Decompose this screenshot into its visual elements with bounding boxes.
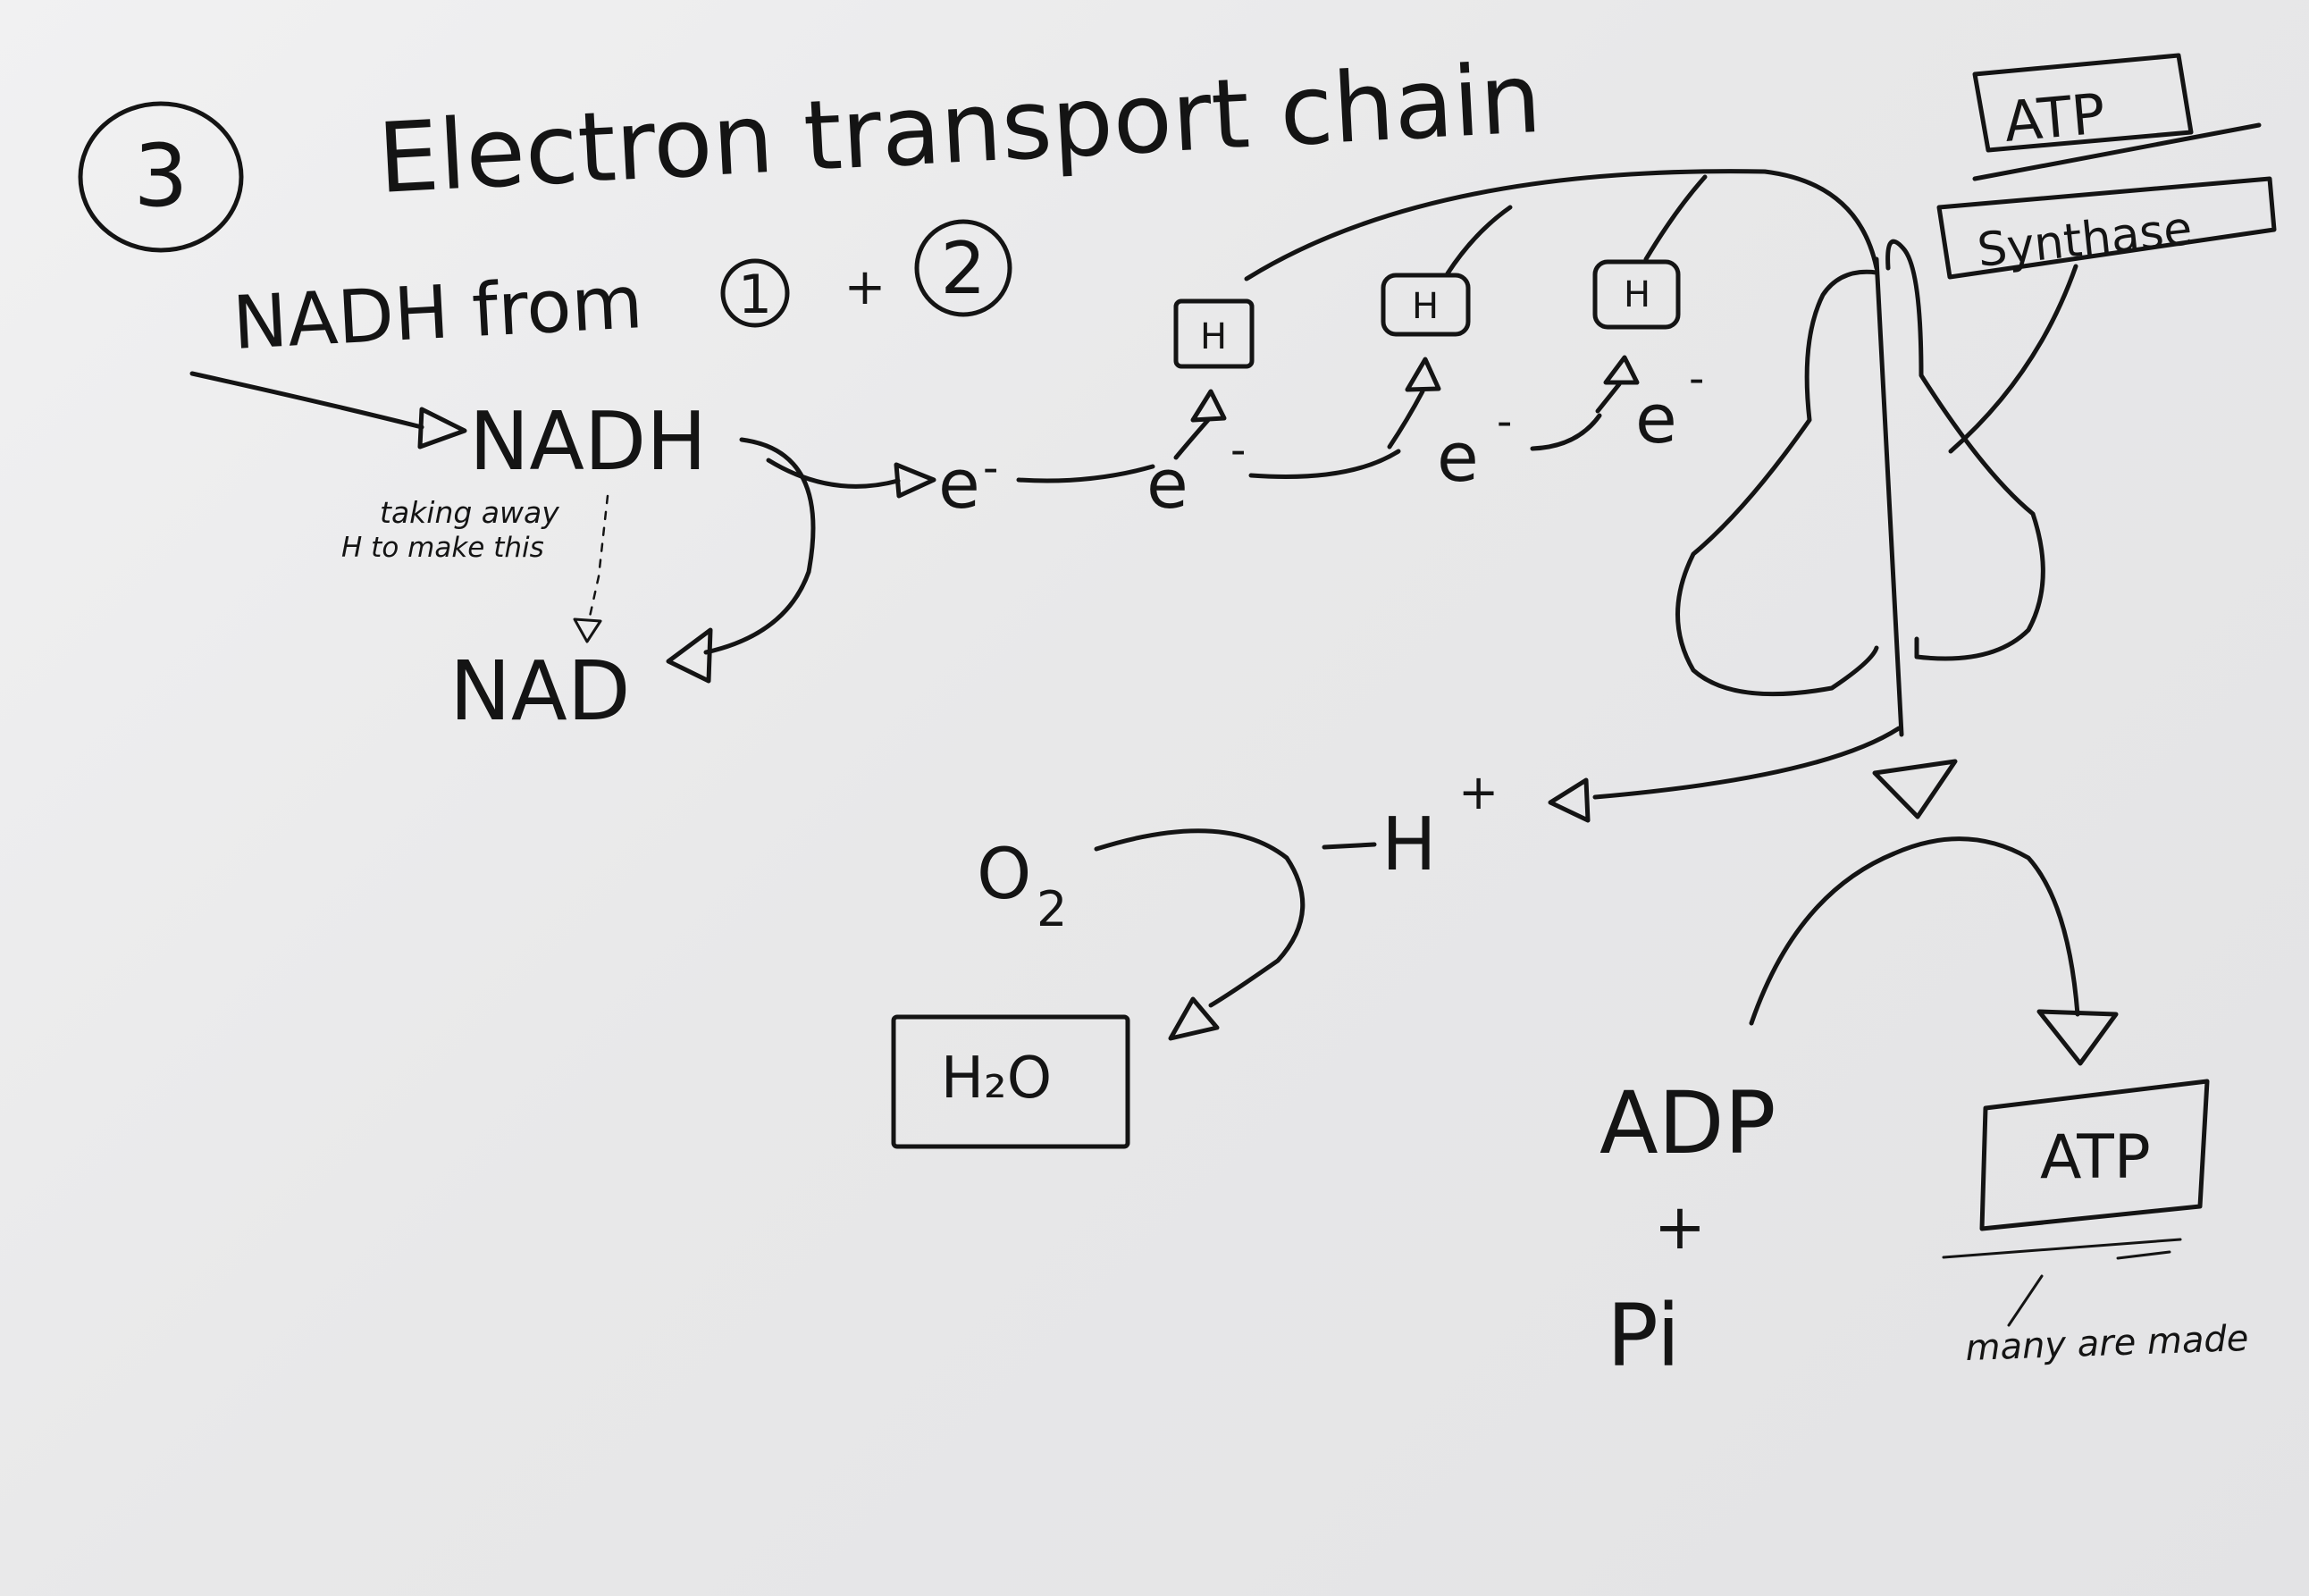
atp-underline-2 — [2116, 1250, 2171, 1260]
atp-synthase-enzyme-right — [1885, 239, 2045, 661]
electron-3-charge: - — [1497, 397, 1512, 447]
adp-label: ADP — [1600, 1073, 1776, 1173]
electron-2: e — [1146, 444, 1188, 524]
nad-label: NAD — [449, 643, 631, 739]
electron-link-3 — [1530, 413, 1602, 451]
electron-link-1 — [1016, 464, 1155, 483]
pi-label: Pi — [1607, 1286, 1680, 1386]
synthase-to-hion-arrow — [1592, 726, 1902, 800]
dashed-arrow-head — [573, 617, 602, 643]
h-box-2 — [1381, 273, 1471, 337]
ref-circle-2 — [914, 219, 1012, 317]
hion-to-water-line — [1322, 842, 1377, 850]
electron-2-charge: - — [1230, 425, 1246, 475]
electron-1-charge: - — [983, 443, 998, 493]
hion-label: H — [1381, 802, 1437, 887]
atp-note-pointer — [2007, 1274, 2044, 1327]
atp-synthase-channel — [1874, 256, 1904, 737]
atp-synthase-underline — [1972, 122, 2262, 181]
electron-4: e — [1635, 379, 1677, 458]
electron-to-h2-head — [1405, 357, 1441, 392]
synthase-to-hion-head — [1548, 777, 1591, 823]
adp-to-atp-arrow — [1749, 836, 2080, 1026]
electron-to-h1-line — [1173, 417, 1211, 460]
h2-connector — [1445, 205, 1513, 276]
atp-synthase-box-bottom — [1936, 176, 2277, 280]
o2-to-water-arrow — [1094, 828, 1306, 1008]
atp-note: many are made — [1965, 1318, 2249, 1369]
atp-synthase-line1: ATP — [2002, 80, 2108, 155]
electron-to-h3-head — [1603, 355, 1640, 385]
ref-plus: + — [844, 258, 886, 316]
electron-to-h3-line — [1595, 382, 1622, 414]
o2-to-water-head — [1168, 996, 1220, 1041]
electron-1: e — [938, 444, 980, 524]
h-box-3-label: H — [1624, 274, 1650, 315]
o2-subscript: 2 — [1037, 881, 1067, 937]
nadh-source-label: NADH from — [231, 260, 644, 366]
o2-label: O — [977, 835, 1031, 915]
h-box-2-label: H — [1412, 286, 1439, 327]
channel-arrow-head — [1872, 759, 1958, 819]
electron-4-charge: - — [1689, 354, 1704, 404]
h3-connector — [1643, 174, 1708, 262]
electron-link-2 — [1248, 449, 1401, 479]
hion-charge: + — [1458, 764, 1499, 820]
atp-synthase-pointer — [1948, 264, 2078, 454]
electron-3: e — [1437, 417, 1479, 497]
nadh-label: NADH — [469, 395, 707, 489]
water-box — [891, 1014, 1130, 1149]
nadh-to-electron-arrow — [766, 458, 901, 489]
atp-synthase-line2: Synthase — [1975, 202, 2195, 278]
nadh-to-electron-arrow-head — [894, 462, 936, 499]
ref-circle-1 — [720, 258, 790, 328]
nadh-to-nad-arrow-head — [666, 627, 713, 684]
adp-plus: + — [1654, 1190, 1707, 1264]
dashed-arrow — [588, 494, 609, 618]
atp-underline-1 — [1942, 1238, 2182, 1259]
diagram-title: Electron transport chain — [375, 43, 1544, 215]
atp-product-box — [1979, 1079, 2210, 1231]
ref-number-1: 1 — [738, 264, 772, 326]
electron-to-h1-head — [1190, 389, 1227, 423]
step-number: 3 — [133, 126, 188, 226]
water-label: H₂O — [941, 1046, 1052, 1112]
atp-synthase-box-top — [1972, 53, 2194, 153]
ref-number-2: 2 — [941, 227, 987, 310]
step-number-circle — [78, 101, 244, 253]
h-box-1 — [1173, 298, 1255, 369]
input-arrow — [189, 371, 424, 430]
hydrogen-transport-line — [1244, 169, 1879, 281]
atp-product-label: ATP — [2040, 1122, 2151, 1193]
h-box-3 — [1592, 259, 1681, 330]
h-box-1-label: H — [1200, 316, 1227, 357]
atp-synthase-enzyme-left — [1675, 269, 1879, 697]
adp-to-atp-head — [2036, 1009, 2119, 1066]
input-arrow-head — [417, 407, 467, 449]
nadh-to-nad-arrow — [703, 437, 816, 655]
electron-to-h2-line — [1387, 389, 1425, 449]
nadh-note-line2: H to make this — [341, 532, 544, 564]
nadh-note-line1: taking away — [380, 495, 559, 530]
